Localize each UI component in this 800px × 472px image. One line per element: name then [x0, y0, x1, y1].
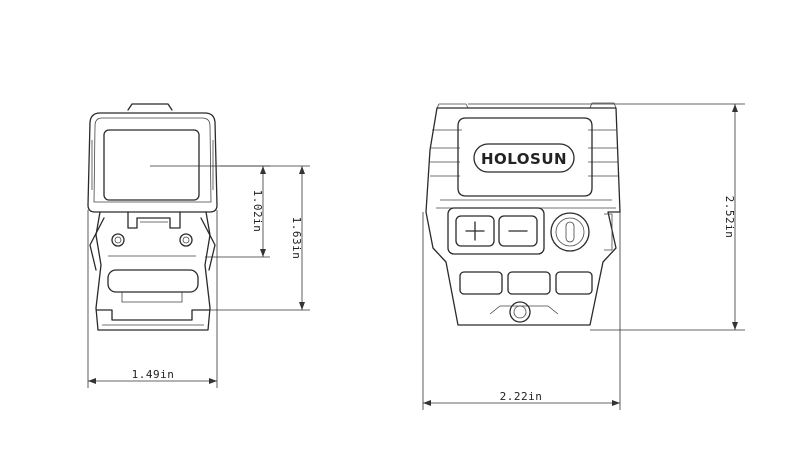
dim-label-2-52: 2.52in — [723, 196, 736, 239]
minus-button[interactable] — [498, 215, 538, 247]
side-vent-2 — [507, 271, 551, 295]
dim-label-1-63: 1.63in — [290, 217, 303, 260]
side-bottom-screw — [509, 301, 531, 323]
holosun-logo-text: HOLOSUN — [481, 150, 567, 168]
battery-cap-knob[interactable] — [550, 212, 590, 252]
side-vent-3 — [555, 271, 593, 295]
front-view — [87, 103, 218, 331]
front-dimensions: 1.02in 1.63in 1.49in — [87, 165, 310, 388]
front-screw-right — [179, 233, 193, 247]
side-top-plate — [457, 117, 593, 197]
side-button-panel — [447, 207, 545, 255]
side-dimensions: 2.52in 2.22in — [422, 103, 745, 410]
plus-button[interactable] — [455, 215, 495, 247]
front-top-cap — [127, 103, 173, 111]
dim-label-1-02: 1.02in — [251, 190, 264, 233]
side-view: HOLOSUN — [425, 102, 621, 326]
front-rail-slot — [107, 269, 199, 293]
front-body — [95, 211, 211, 331]
side-logo-plate — [473, 143, 575, 173]
front-hood — [87, 112, 218, 213]
front-lens-window — [103, 129, 200, 201]
dim-label-2-22: 2.22in — [500, 390, 543, 403]
front-screw-left — [111, 233, 125, 247]
dim-label-1-49: 1.49in — [132, 368, 175, 381]
side-vent-1 — [459, 271, 503, 295]
battery-slot-icon — [565, 221, 575, 243]
